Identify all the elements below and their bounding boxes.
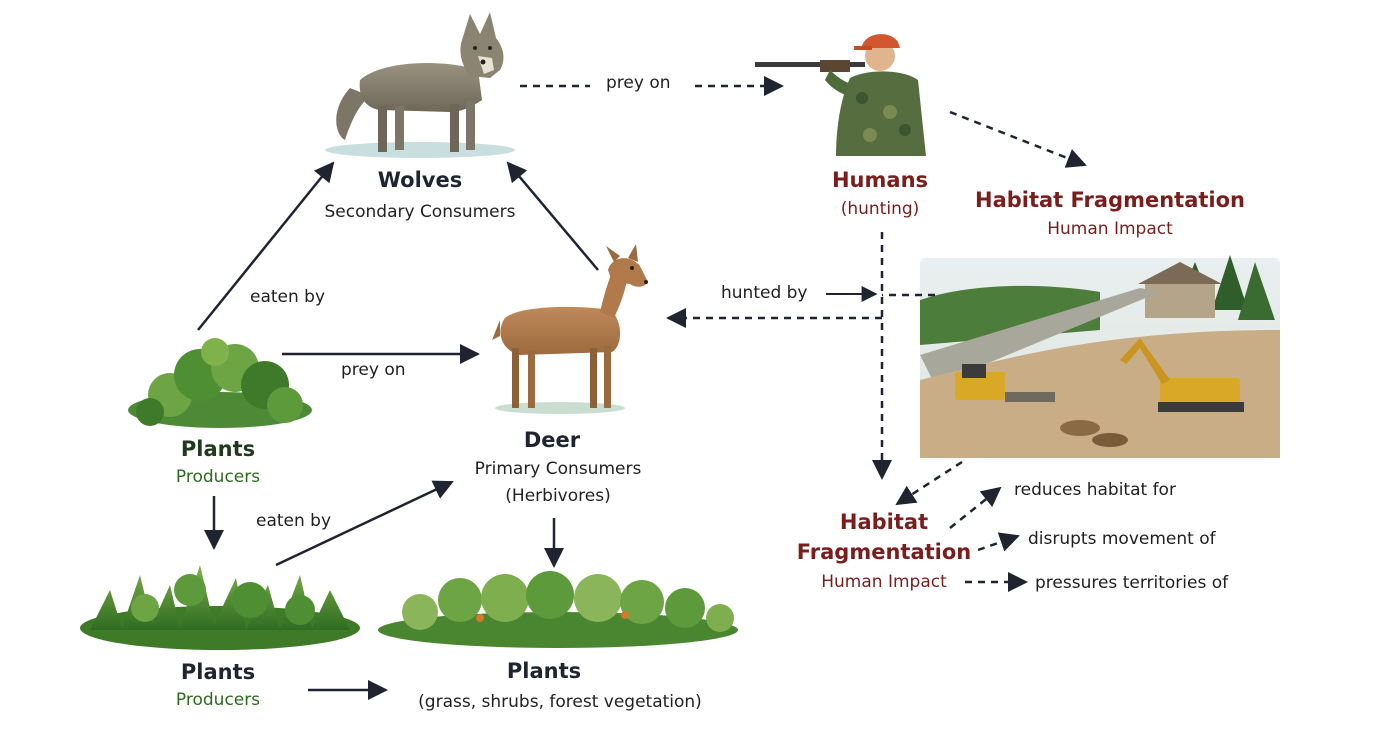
plants-left-title: Plants: [180, 437, 256, 461]
plants-bottom-center-illustration: [378, 571, 738, 648]
wolves-title: Wolves: [377, 168, 463, 192]
wolves-subtitle: Secondary Consumers: [324, 202, 516, 222]
edge-label-wolves-humans: prey on: [606, 73, 671, 93]
habitat-scene-illustration: [920, 255, 1280, 458]
plants-bottom-center-title: Plants: [506, 659, 582, 683]
humans-title: Humans: [831, 168, 929, 192]
arrow-reduces: [949, 486, 1002, 529]
arrow-plants2-to-deer: [275, 480, 454, 567]
edge-label-disrupts: disrupts movement of: [1028, 529, 1216, 549]
habitat-bottom-title-2: Fragmentation: [796, 540, 972, 564]
plants-bottom-left-title: Plants: [180, 660, 256, 684]
deer-subtitle: Primary Consumers: [474, 459, 642, 479]
edge-label-plants-wolves: eaten by: [250, 287, 326, 307]
arrow-deer-to-wolves: [506, 161, 599, 271]
plants-bottom-center-subtitle: (grass, shrubs, forest vegetation): [418, 692, 702, 712]
plants-left-illustration: [128, 338, 312, 428]
impact-arrows: [520, 76, 1087, 592]
arrow-plants-to-wolves: [197, 161, 335, 331]
arrow-scene-to-habitat: [895, 460, 963, 506]
arrow-humans-to-habitat: [949, 110, 1087, 168]
plants-bottom-left-subtitle: Producers: [175, 690, 261, 710]
hunter-illustration: [755, 34, 926, 156]
edge-label-pressures: pressures territories of: [1035, 573, 1229, 593]
plants-bottom-left-illustration: [80, 565, 360, 650]
habitat-bottom-title-1: Habitat: [839, 510, 929, 534]
plants-left-subtitle: Producers: [175, 467, 261, 487]
arrow-disrupts: [977, 532, 1020, 552]
habitat-bottom-subtitle: Human Impact: [821, 572, 947, 592]
edge-label-hunted-by: hunted by: [721, 283, 808, 303]
food-web-arrows: [197, 161, 599, 700]
deer-illustration: [492, 244, 648, 414]
deer-title: Deer: [523, 428, 581, 452]
edge-label-plants-deer: prey on: [341, 360, 406, 380]
wolf-illustration: [325, 12, 515, 158]
edge-label-plants2-deer: eaten by: [256, 511, 332, 531]
deer-subtitle-2: (Herbivores): [505, 486, 611, 506]
humans-subtitle: (hunting): [840, 199, 920, 219]
edge-label-reduces: reduces habitat for: [1014, 480, 1176, 500]
habitat-top-subtitle: Human Impact: [1047, 219, 1173, 239]
habitat-top-title: Habitat Fragmentation: [975, 188, 1245, 212]
